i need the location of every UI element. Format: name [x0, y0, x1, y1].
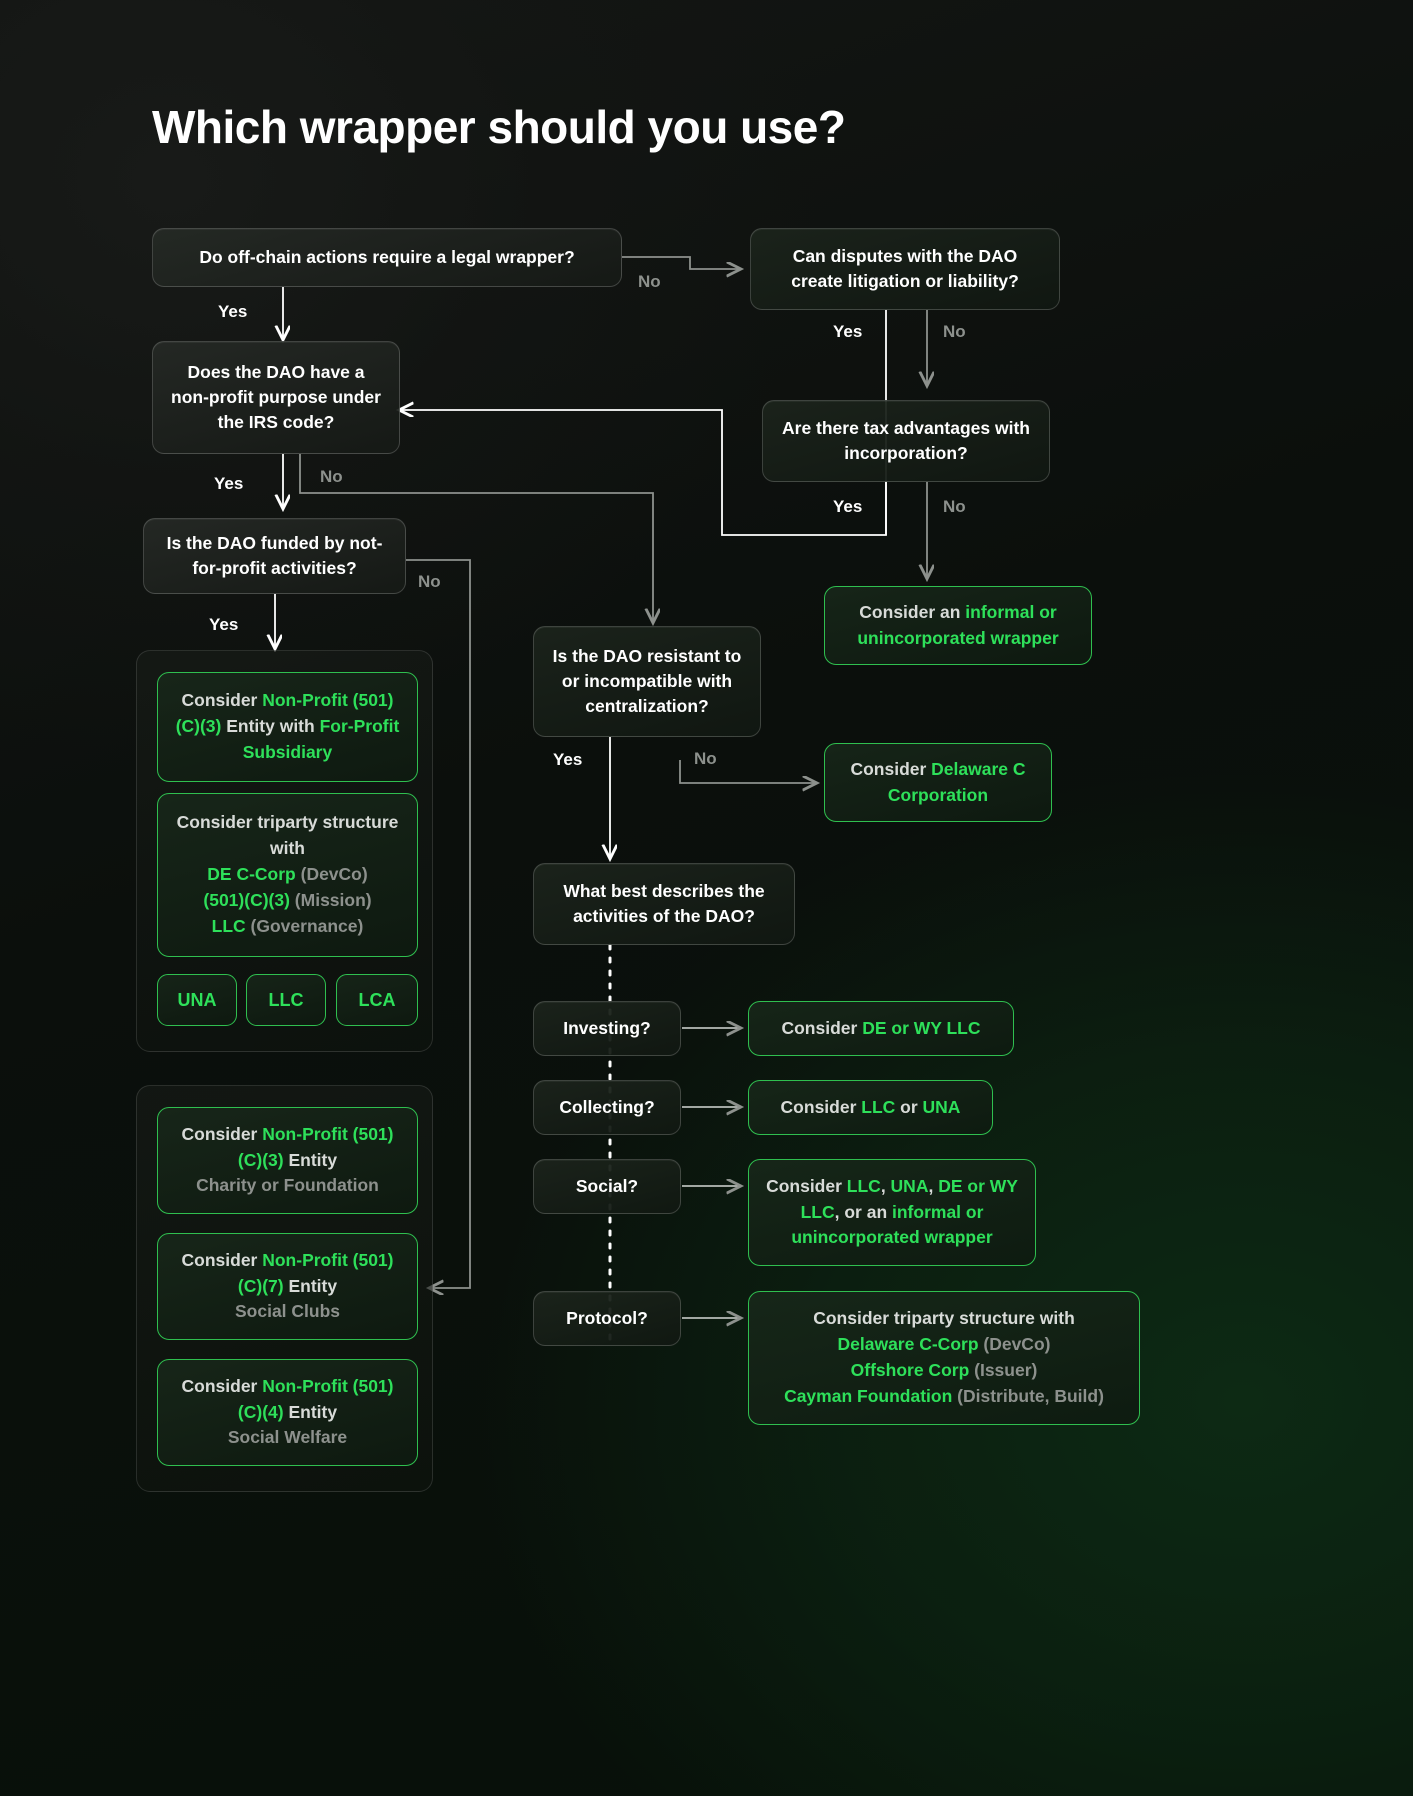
result-protocol-row2-dim: (Distribute, Build) — [952, 1385, 1104, 1406]
result-investing[interactable]: Consider DE or WY LLC — [748, 1001, 1014, 1056]
result-collecting-g1: LLC — [861, 1096, 896, 1117]
question-funded-not-for-profit-label: Is the DAO funded by not-for-profit acti… — [166, 533, 383, 578]
activity-collecting[interactable]: Collecting? — [533, 1080, 681, 1135]
result-c3-lead: Consider — [181, 1123, 263, 1144]
result-investing-green: DE or WY LLC — [862, 1017, 981, 1038]
result-c4-tail: Entity — [283, 1401, 338, 1422]
result-c4-lead: Consider — [181, 1375, 263, 1396]
result-social[interactable]: Consider LLC, UNA, DE or WY LLC, or an i… — [748, 1159, 1036, 1266]
activity-social[interactable]: Social? — [533, 1159, 681, 1214]
edge-label-q3-yes: Yes — [214, 474, 244, 493]
question-dao-activities[interactable]: What best describes the activities of th… — [533, 863, 795, 945]
result-c4-green: Non-Profit (501)(C)(4) — [237, 1375, 394, 1422]
result-informal-lead: Consider an — [859, 601, 966, 622]
edge-label-q1-yes: Yes — [218, 302, 248, 321]
activity-protocol-label: Protocol? — [566, 1308, 648, 1329]
question-resistant-centralization-label: Is the DAO resistant to or incompatible … — [552, 646, 742, 716]
question-offchain-actions-label: Do off-chain actions require a legal wra… — [199, 247, 575, 268]
result-triparty-left-row0-green: DE C-Corp — [207, 864, 296, 885]
edge-label-q4-yes: Yes — [833, 497, 863, 516]
result-delaware-c-corp[interactable]: Consider Delaware C Corporation — [824, 743, 1052, 822]
result-collecting-mid: or — [895, 1096, 923, 1117]
result-protocol-row0-dim: (DevCo) — [978, 1334, 1051, 1355]
result-triparty-left-row1-dim: (Mission) — [289, 889, 372, 910]
edge-label-q2-no: No — [943, 322, 966, 341]
question-dao-activities-label: What best describes the activities of th… — [563, 881, 765, 926]
edge-label-q2-yes: Yes — [833, 322, 863, 341]
result-c3-green: Non-Profit (501)(C)(3) — [237, 1123, 394, 1170]
result-collecting[interactable]: Consider LLC or UNA — [748, 1080, 993, 1135]
result-protocol-lead: Consider triparty structure with — [813, 1308, 1075, 1329]
result-triparty-left-row0-dim: (DevCo) — [295, 864, 368, 885]
result-social-lead: Consider — [766, 1175, 847, 1196]
result-triparty-left-row2-green: LLC — [211, 915, 246, 936]
result-collecting-lead: Consider — [780, 1096, 862, 1117]
result-social-s1: , — [880, 1175, 891, 1196]
result-social-s2: , — [928, 1175, 939, 1196]
result-social-g3: DE or WY LLC — [800, 1175, 1018, 1222]
question-tax-advantages[interactable]: Are there tax advantages with incorporat… — [762, 400, 1050, 482]
result-collecting-g2: UNA — [922, 1096, 961, 1117]
chip-una[interactable]: UNA — [157, 974, 237, 1026]
result-protocol-row0-green: Delaware C-Corp — [837, 1334, 979, 1355]
question-offchain-actions[interactable]: Do off-chain actions require a legal wra… — [152, 228, 622, 287]
question-nonprofit-purpose[interactable]: Does the DAO have a non-profit purpose u… — [152, 341, 400, 454]
question-disputes-litigation-label: Can disputes with the DAO create litigat… — [791, 246, 1019, 291]
result-np-sub-mid: Entity with — [221, 716, 320, 737]
page-title: Which wrapper should you use? — [152, 101, 846, 153]
result-c7-tail: Entity — [283, 1275, 338, 1296]
result-c7-green: Non-Profit (501)(C)(7) — [237, 1249, 394, 1296]
result-c3-tail: Entity — [283, 1149, 338, 1170]
question-disputes-litigation[interactable]: Can disputes with the DAO create litigat… — [750, 228, 1060, 310]
question-funded-not-for-profit[interactable]: Is the DAO funded by not-for-profit acti… — [143, 518, 406, 594]
result-c7-lead: Consider — [181, 1249, 263, 1270]
result-nonprofit-501c4[interactable]: Consider Non-Profit (501)(C)(4) Entity S… — [157, 1359, 418, 1466]
result-social-g4: informal or unincorporated wrapper — [791, 1201, 993, 1248]
result-triparty-left-lead: Consider triparty structure with — [176, 812, 399, 859]
result-protocol[interactable]: Consider triparty structure with Delawar… — [748, 1291, 1140, 1425]
result-np-sub-green2: For-Profit Subsidiary — [242, 716, 400, 762]
result-np-sub-lead: Consider — [181, 690, 263, 711]
result-protocol-row1-dim: (Issuer) — [969, 1360, 1038, 1380]
result-nonprofit-501c7[interactable]: Consider Non-Profit (501)(C)(7) Entity S… — [157, 1233, 418, 1340]
edge-label-q1-no: No — [638, 272, 661, 291]
activity-social-label: Social? — [575, 1176, 639, 1197]
result-protocol-row2-green: Cayman Foundation — [784, 1385, 953, 1406]
result-c7-sub: Social Clubs — [234, 1301, 341, 1322]
result-investing-lead: Consider — [781, 1017, 863, 1038]
result-triparty-left-row2-dim: (Governance) — [245, 915, 364, 936]
result-np-sub-green1: Non-Profit (501)(C)(3) — [175, 690, 394, 737]
edge-label-q6-no: No — [694, 749, 717, 768]
activity-protocol[interactable]: Protocol? — [533, 1291, 681, 1346]
result-c4-sub: Social Welfare — [227, 1427, 348, 1448]
edge-label-q3-no: No — [320, 467, 343, 486]
result-informal-green: informal or unincorporated wrapper — [857, 601, 1059, 648]
chip-lca[interactable]: LCA — [336, 974, 418, 1026]
result-social-g1: LLC — [846, 1175, 881, 1196]
result-delaware-green: Delaware C Corporation — [887, 758, 1026, 805]
result-c3-sub: Charity or Foundation — [196, 1175, 379, 1196]
chip-llc[interactable]: LLC — [246, 974, 326, 1026]
activity-investing[interactable]: Investing? — [533, 1001, 681, 1056]
result-triparty-left[interactable]: Consider triparty structure with DE C-Co… — [157, 793, 418, 957]
result-social-g2: UNA — [890, 1175, 929, 1196]
question-resistant-centralization[interactable]: Is the DAO resistant to or incompatible … — [533, 626, 761, 737]
edge-label-q5-no: No — [418, 572, 441, 591]
result-nonprofit-with-subsidiary[interactable]: Consider Non-Profit (501)(C)(3) Entity w… — [157, 672, 418, 782]
activity-collecting-label: Collecting? — [559, 1097, 655, 1118]
result-delaware-lead: Consider — [850, 758, 932, 779]
result-triparty-left-row1-green: (501)(C)(3) — [203, 889, 290, 910]
result-nonprofit-501c3[interactable]: Consider Non-Profit (501)(C)(3) Entity C… — [157, 1107, 418, 1214]
question-nonprofit-purpose-label: Does the DAO have a non-profit purpose u… — [171, 362, 381, 432]
result-informal-wrapper[interactable]: Consider an informal or unincorporated w… — [824, 586, 1092, 665]
edge-label-q4-no: No — [943, 497, 966, 516]
edge-label-q5-yes: Yes — [209, 615, 239, 634]
question-tax-advantages-label: Are there tax advantages with incorporat… — [782, 418, 1030, 463]
result-social-s3: , or an — [834, 1201, 892, 1222]
edge-label-q6-yes: Yes — [553, 750, 583, 769]
result-protocol-row1-green: Offshore Corp — [850, 1360, 970, 1380]
activity-investing-label: Investing? — [563, 1018, 651, 1039]
